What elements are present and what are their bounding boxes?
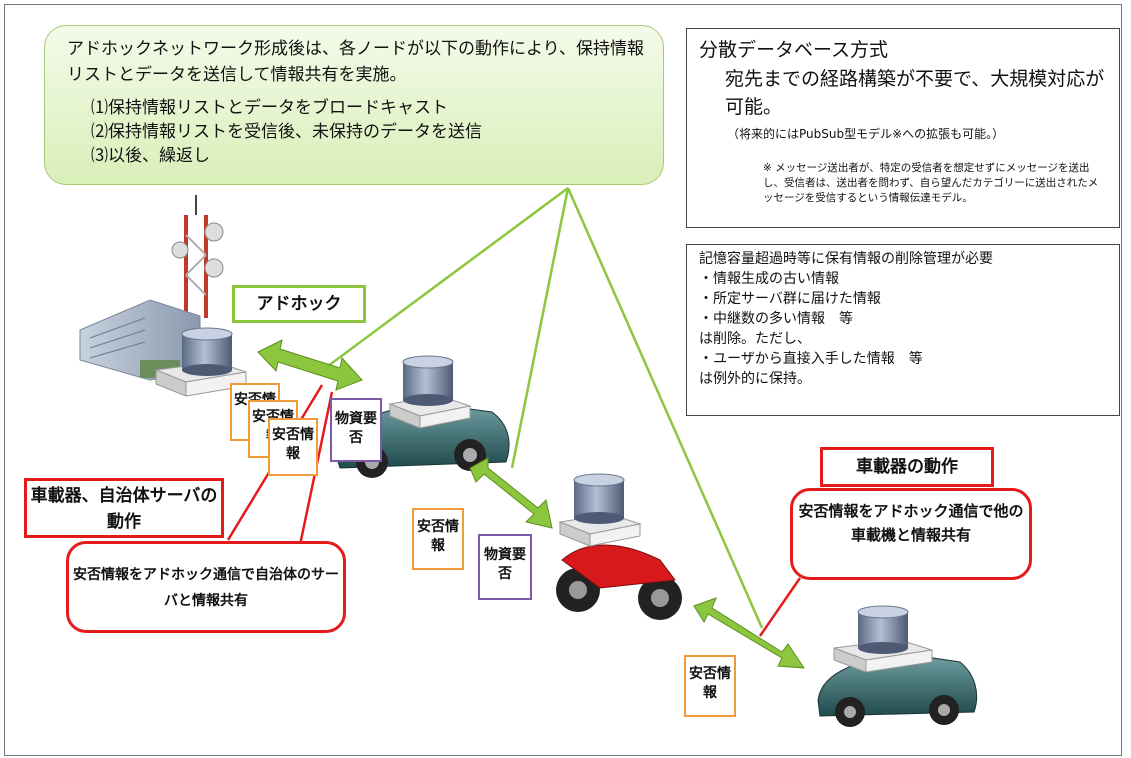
supplies-need-document: 物資要否 (330, 398, 382, 462)
adhoc-process-callout: アドホックネットワーク形成後は、各ノードが以下の動作により、保持情報リストとデー… (44, 25, 664, 185)
callout-link-lines (319, 186, 764, 629)
info-footnote: ※ メッセージ送出者が、特定の受信者を想定せずにメッセージを送出し、受信者は、送… (763, 162, 1099, 204)
station-wagon-with-server-icon (817, 605, 978, 727)
info-line: は例外的に保持。 (699, 371, 811, 387)
distributed-db-info-box: 分散データベース方式 宛先までの経路構築が不要で、大規模対応が可能。 （将来的に… (686, 28, 1120, 228)
safety-info-document: 安否情報 (412, 508, 464, 570)
motorcycle-with-server-icon (556, 473, 682, 620)
info-line: ・ユーザから直接入手した情報 等 (699, 351, 923, 367)
deletion-management-info-box: 記憶容量超過時等に保有情報の削除管理が必要 ・情報生成の古い情報 ・所定サーバ群… (686, 244, 1120, 416)
callout-step: ⑵保持情報リストを受信後、未保持のデータを送信 (91, 122, 482, 142)
callout-step: ⑶以後、繰返し (91, 146, 210, 166)
double-arrow-icon (469, 457, 553, 529)
double-arrow-icon (693, 597, 805, 669)
info-line: ・中継数の多い情報 等 (699, 311, 853, 327)
callout-intro: アドホックネットワーク形成後は、各ノードが以下の動作により、保持情報リストとデー… (67, 39, 644, 85)
info-line: ・情報生成の古い情報 (699, 271, 839, 287)
adhoc-link-arrows (257, 339, 805, 669)
diagram-frame (4, 4, 1122, 756)
info-title: 分散データベース方式 (699, 39, 889, 61)
vehicle-action-label: 車載器の動作 (820, 447, 994, 487)
municipal-sharing-bubble: 安否情報をアドホック通信で自治体のサーバと情報共有 (66, 541, 346, 633)
info-line: 記憶容量超過時等に保有情報の削除管理が必要 (699, 251, 993, 267)
server-database-icon (154, 327, 247, 397)
municipal-action-label: 車載器、自治体サーバの動作 (24, 478, 224, 538)
safety-info-document: 安否情報 (684, 655, 736, 717)
info-sub: （将来的にはPubSub型モデル※への拡張も可能。） (727, 127, 1005, 141)
info-body: 宛先までの経路構築が不要で、大規模対応が可能。 (725, 68, 1105, 118)
vehicle-sharing-bubble: 安否情報をアドホック通信で他の車載機と情報共有 (790, 488, 1032, 580)
info-line: は削除。ただし、 (699, 331, 811, 347)
radio-tower-icon (171, 195, 224, 318)
supplies-need-document: 物資要否 (478, 534, 532, 600)
double-arrow-icon (257, 339, 363, 391)
info-line: ・所定サーバ群に届けた情報 (699, 291, 881, 307)
safety-info-document: 安否情報 (268, 418, 318, 476)
adhoc-label: アドホック (232, 285, 366, 323)
callout-step: ⑴保持情報リストとデータをブロードキャスト (91, 98, 448, 118)
